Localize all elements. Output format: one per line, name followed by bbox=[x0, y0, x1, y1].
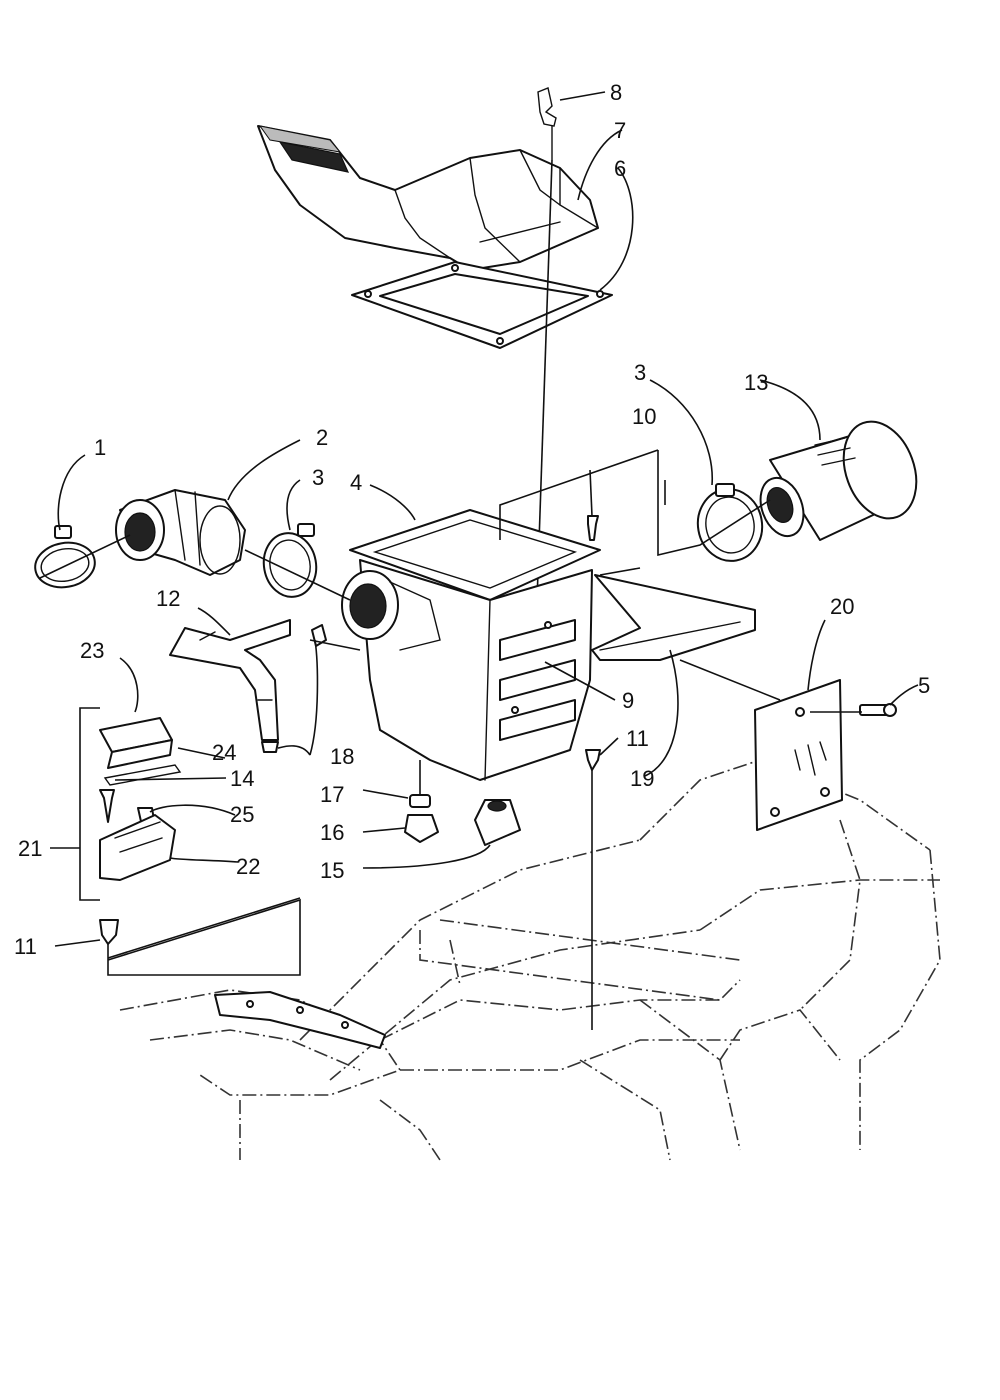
bracket-assembly-21 bbox=[79, 707, 100, 901]
pad-24 bbox=[103, 764, 182, 786]
callout-15: 15 bbox=[320, 858, 344, 883]
callout-11-left: 11 bbox=[14, 934, 37, 959]
callout-3-left: 3 bbox=[312, 465, 324, 490]
intake-boot bbox=[115, 489, 246, 576]
hose-clamp-3-left bbox=[262, 523, 318, 598]
air-filter bbox=[759, 420, 918, 541]
callout-1: 1 bbox=[94, 435, 106, 460]
callout-11-right: 11 bbox=[626, 726, 649, 751]
callout-19: 19 bbox=[630, 766, 654, 791]
pad-23 bbox=[99, 717, 173, 769]
drain-cap-16 bbox=[404, 814, 439, 843]
holder-22 bbox=[99, 814, 176, 881]
callout-9: 9 bbox=[622, 688, 634, 713]
hose-clamp-1 bbox=[34, 525, 96, 589]
callout-12: 12 bbox=[156, 586, 180, 611]
rivet-11-right bbox=[585, 749, 601, 771]
callout-8: 8 bbox=[610, 80, 622, 105]
callout-10: 10 bbox=[632, 404, 656, 429]
bolt-5 bbox=[859, 703, 897, 717]
intake-gasket bbox=[351, 261, 613, 349]
air-box bbox=[349, 509, 601, 781]
heat-shield bbox=[754, 679, 843, 831]
vehicle-frame bbox=[119, 759, 941, 1161]
callout-7: 7 bbox=[614, 118, 626, 143]
callout-25: 25 bbox=[230, 802, 254, 827]
callout-24: 24 bbox=[212, 740, 236, 765]
callout-21: 21 bbox=[18, 836, 42, 861]
air-box-inlet bbox=[341, 570, 441, 651]
assembly-lines bbox=[39, 449, 862, 1030]
drain-grommet-17 bbox=[409, 794, 431, 808]
callout-13: 13 bbox=[744, 370, 768, 395]
rivet-11-left bbox=[99, 919, 119, 945]
callout-2: 2 bbox=[316, 425, 328, 450]
callout-6: 6 bbox=[614, 156, 626, 181]
callout-4: 4 bbox=[350, 470, 362, 495]
callout-23: 23 bbox=[80, 638, 104, 663]
screw-14 bbox=[99, 789, 115, 823]
callout-22: 22 bbox=[236, 854, 260, 879]
frame-bracket bbox=[214, 991, 386, 1049]
mount-plate bbox=[591, 574, 756, 661]
latch-hook bbox=[537, 87, 557, 161]
callout-14: 14 bbox=[230, 766, 254, 791]
leader-lines bbox=[50, 91, 919, 947]
callout-5: 5 bbox=[918, 673, 930, 698]
callout-16: 16 bbox=[320, 820, 344, 845]
drain-hose bbox=[169, 619, 291, 741]
intake-silencer-duct bbox=[257, 125, 599, 271]
callout-20: 20 bbox=[830, 594, 854, 619]
callout-3-right: 3 bbox=[634, 360, 646, 385]
drain-bracket-15 bbox=[474, 799, 521, 846]
callout-18: 18 bbox=[330, 744, 354, 769]
screw-10 bbox=[587, 515, 599, 541]
callout-17: 17 bbox=[320, 782, 344, 807]
